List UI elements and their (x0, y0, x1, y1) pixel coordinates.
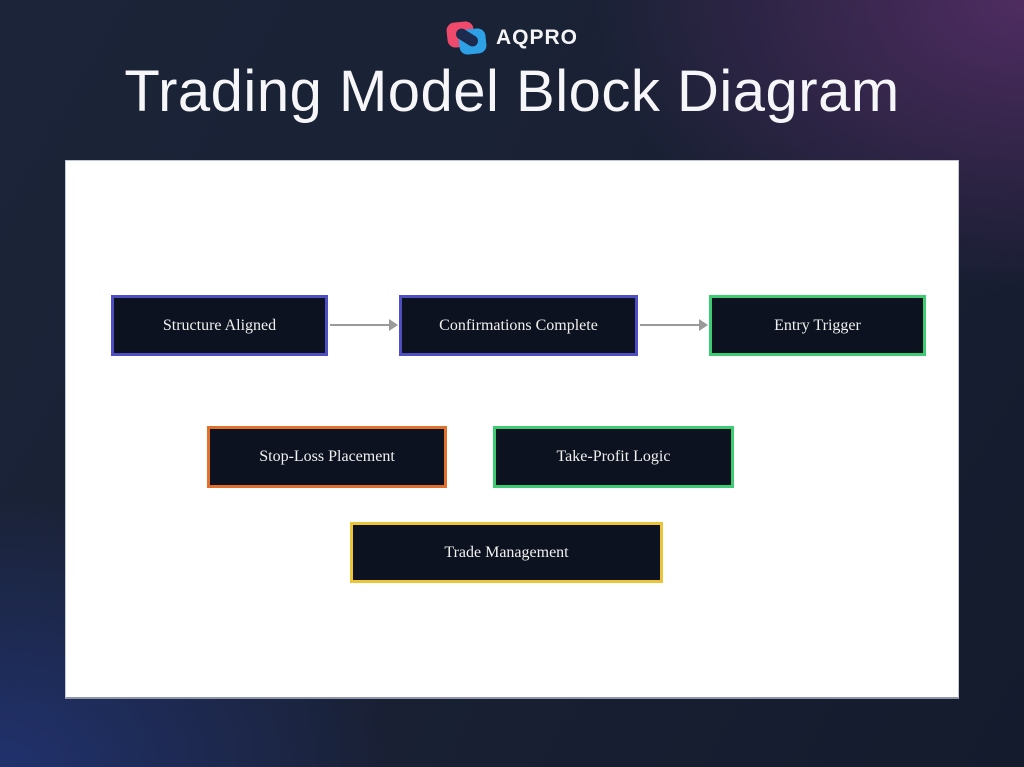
node-label: Entry Trigger (774, 316, 861, 334)
flow-arrow-2 (640, 319, 708, 331)
node-structure-aligned: Structure Aligned (111, 295, 328, 356)
arrow-head-icon (389, 319, 398, 331)
arrow-line (640, 324, 699, 326)
flow-arrow-1 (330, 319, 398, 331)
node-entry-trigger: Entry Trigger (709, 295, 926, 356)
node-label: Take-Profit Logic (556, 448, 671, 465)
node-trade-management: Trade Management (350, 522, 663, 583)
arrow-line (330, 324, 389, 326)
logo: AQPRO (0, 19, 1024, 57)
node-take-profit-logic: Take-Profit Logic (493, 426, 734, 488)
node-stop-loss-placement: Stop-Loss Placement (207, 426, 447, 488)
node-label: Structure Aligned (162, 316, 277, 334)
node-confirmations-complete: Confirmations Complete (399, 295, 638, 356)
diagram-canvas: Structure Aligned Confirmations Complete… (65, 160, 959, 699)
logo-text: AQPRO (495, 26, 578, 49)
node-label: Trade Management (444, 543, 569, 561)
node-label: Stop-Loss Placement (259, 448, 395, 465)
aqpro-logo-icon (445, 19, 488, 57)
node-label: Confirmations Complete (439, 316, 598, 334)
arrow-head-icon (699, 319, 708, 331)
slide-title: Trading Model Block Diagram (124, 59, 900, 124)
